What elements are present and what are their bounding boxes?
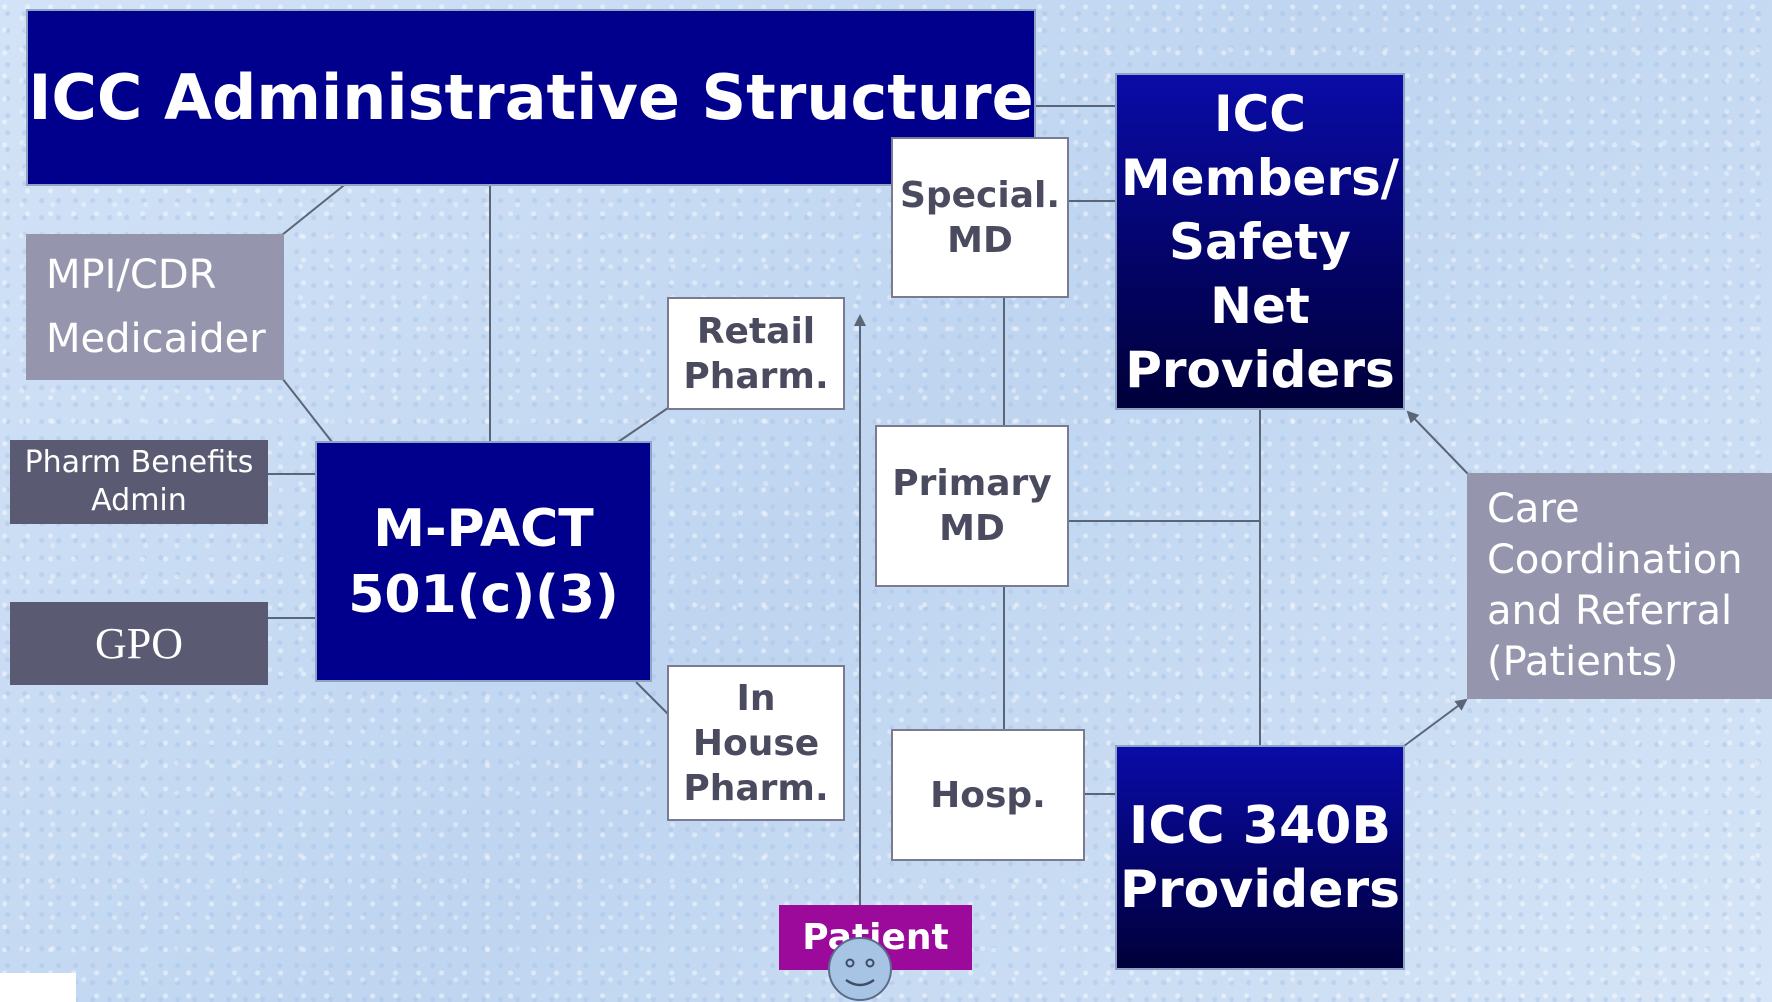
arrow-care-to-members: [1406, 410, 1469, 475]
gpo-box: GPO: [10, 602, 268, 685]
page-title: ICC Administrative Structure: [28, 60, 1034, 134]
icc-340b-label: ICC 340B Providers: [1119, 795, 1401, 920]
retail-pharm-label: Retail Pharm.: [683, 310, 829, 397]
icc-members-box: ICC Members/ Safety Net Providers: [1115, 73, 1405, 410]
pharm-benefits-admin-box: Pharm Benefits Admin: [10, 440, 268, 524]
mpact-box: M-PACT 501(c)(3): [315, 441, 652, 682]
special-md-label: Special. MD: [899, 174, 1061, 261]
line-mpi-to-mpact: [281, 377, 333, 443]
icc-340b-box: ICC 340B Providers: [1115, 745, 1405, 970]
care-coordination-box: Care Coordination and Referral (Patients…: [1467, 473, 1772, 699]
in-house-pharm-label: In House Pharm.: [683, 677, 829, 809]
primary-md-label: Primary MD: [892, 463, 1052, 549]
mpi-cdr-label: MPI/CDR: [46, 252, 217, 298]
smiley-face-icon: [828, 937, 892, 1001]
hosp-label: Hosp.: [930, 774, 1046, 816]
primary-md-box: Primary MD: [875, 425, 1069, 587]
mpact-label: M-PACT 501(c)(3): [348, 498, 619, 625]
pharm-benefits-admin-label: Pharm Benefits Admin: [24, 445, 254, 518]
line-mpact-to-retail: [617, 407, 669, 443]
retail-pharm-box: Retail Pharm.: [667, 297, 845, 410]
care-coordination-label: Care Coordination and Referral (Patients…: [1487, 486, 1743, 685]
icc-members-label: ICC Members/ Safety Net Providers: [1120, 84, 1400, 399]
title-box: ICC Administrative Structure: [26, 9, 1036, 186]
special-md-box: Special. MD: [891, 137, 1069, 298]
hosp-box: Hosp.: [891, 729, 1085, 861]
arrow-340b-to-care: [1403, 698, 1468, 747]
mpi-cdr-box: MPI/CDR Medicaider: [26, 234, 284, 380]
gpo-label: GPO: [94, 619, 184, 668]
medicaider-label: Medicaider: [46, 316, 266, 362]
line-mpact-to-inhouse: [635, 681, 669, 715]
corner-blank: [0, 973, 76, 1002]
in-house-pharm-box: In House Pharm.: [667, 665, 845, 821]
